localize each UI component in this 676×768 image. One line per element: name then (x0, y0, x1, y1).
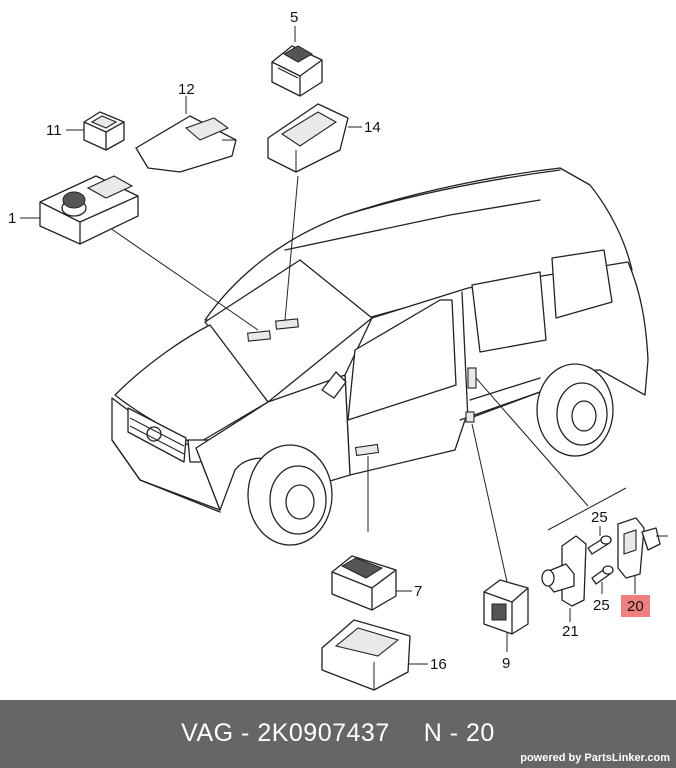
callout-16: 16 (430, 656, 447, 673)
part-number: VAG - 2K0907437 (181, 719, 390, 747)
position-number: N - 20 (423, 719, 495, 747)
footer-reference: VAG - 2K0907437 N - 20 (0, 719, 676, 748)
part-25-screw-lower[interactable] (591, 565, 614, 585)
callout-14: 14 (364, 119, 381, 136)
part-5-window-switch[interactable] (271, 45, 323, 97)
callout-11: 11 (46, 122, 62, 139)
powered-by-label[interactable]: powered by PartsLinker.com (520, 752, 670, 764)
callout-25-upper: 25 (591, 509, 608, 526)
part-7-door-switch[interactable] (331, 555, 397, 611)
callout-12: 12 (178, 81, 195, 98)
callout-20-highlight (621, 595, 650, 617)
parts-diagram: 1 11 12 5 14 7 16 9 21 25 25 20 (8, 9, 668, 691)
callout-9: 9 (502, 655, 510, 672)
part-9-sliding-door-switch[interactable] (483, 579, 529, 635)
callout-7: 7 (414, 583, 422, 600)
callout-20[interactable]: 20 (627, 598, 644, 615)
part-14-switch-frame[interactable] (267, 103, 349, 173)
callout-21: 21 (562, 623, 579, 640)
part-16-door-switch-frame[interactable] (321, 619, 411, 691)
leader-lines (20, 26, 636, 665)
part-20-door-contact-switch[interactable] (617, 517, 668, 579)
part-21-contact-switch[interactable] (541, 535, 587, 607)
vehicle-illustration (111, 167, 649, 546)
footer-bar: VAG - 2K0907437 N - 20 powered by PartsLi… (0, 700, 676, 768)
part-12-cover-plate[interactable] (135, 115, 237, 173)
part-11-small-switch[interactable] (83, 111, 125, 151)
callout-25-lower: 25 (593, 597, 610, 614)
part-25-screw-upper[interactable] (587, 535, 612, 555)
callout-5: 5 (290, 9, 298, 26)
part-1-mirror-switch[interactable] (39, 175, 139, 245)
callout-1: 1 (8, 210, 16, 227)
